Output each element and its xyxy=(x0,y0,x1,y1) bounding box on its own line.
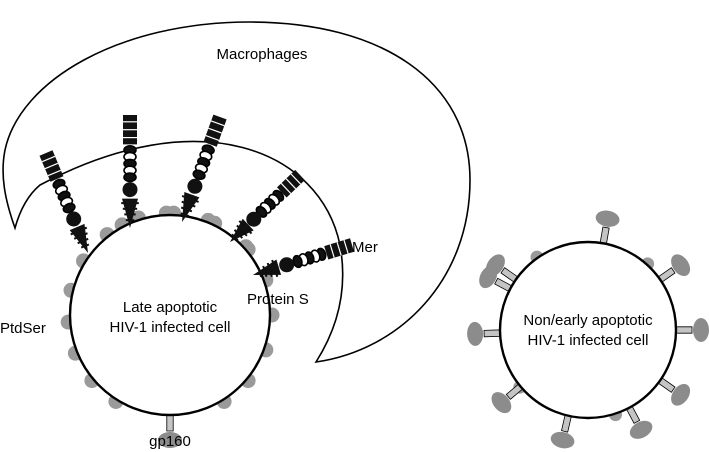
protein-s-tip xyxy=(122,198,138,228)
mer-receptor-stripe xyxy=(210,120,225,127)
gp160-knob xyxy=(467,321,484,346)
mer-receptor-stripe xyxy=(343,239,349,254)
non-early-apoptotic-cell xyxy=(498,240,678,420)
protein-s-bead xyxy=(192,169,206,181)
late-cell-gp160 xyxy=(158,432,182,448)
mer-receptor-stripe xyxy=(205,135,220,141)
protein-s-tip-ridge xyxy=(262,265,268,278)
protein-s-tip-ridge xyxy=(257,268,263,278)
gp160-knob xyxy=(629,420,653,439)
mer-receptors xyxy=(39,114,354,278)
ptdser-label: PtdSer xyxy=(0,320,46,337)
protein-s-gla-domain xyxy=(246,211,262,227)
mer-receptor-stripe xyxy=(47,169,62,177)
gp160-knob xyxy=(158,432,182,448)
gp160-label: gp160 xyxy=(149,433,191,450)
protein-s-tip-ridge xyxy=(233,229,244,239)
mer-receptor-stripe xyxy=(336,242,342,256)
protein-s-gla-domain xyxy=(187,178,203,194)
protein-s-tip-ridge xyxy=(180,212,189,218)
protein-s-gla-domain xyxy=(122,182,138,198)
mer-receptor-stripe xyxy=(329,244,335,258)
gp160-knob xyxy=(491,392,512,414)
mer-receptor-stripe xyxy=(41,155,56,163)
mer-receptor-stripe xyxy=(285,178,297,190)
mer-receptor-stripe xyxy=(290,173,302,185)
late-apoptotic-cell xyxy=(68,213,272,417)
protein-s-gla-domain xyxy=(66,211,82,227)
protein-s-tip-ridge xyxy=(236,224,248,237)
protein-s-tip-ridge xyxy=(181,194,199,203)
protein-s-tip-ridge xyxy=(77,237,89,245)
protein-s-tip-ridge xyxy=(266,262,273,278)
gp160-knob xyxy=(550,431,575,449)
mer-receptor-stripe xyxy=(208,127,222,134)
protein-s-tip-ridge xyxy=(271,259,279,278)
mer-receptor-stripe xyxy=(44,162,59,170)
gp160-knob xyxy=(693,318,709,342)
protein-s-bead xyxy=(123,172,137,183)
protein-s-tip-ridge xyxy=(73,232,88,240)
protein-s-tip-ridge xyxy=(180,206,193,213)
mer-receptor-stripe xyxy=(280,182,292,194)
late-cell-label-line1: Late apoptotic xyxy=(123,299,218,316)
gp160-knob xyxy=(671,254,691,277)
mer-label: Mer xyxy=(352,239,378,256)
early-cell-label-line1: Non/early apoptotic xyxy=(523,312,653,329)
gp160-knob xyxy=(595,210,620,227)
protein-s-tip-ridge xyxy=(181,200,196,208)
macrophages-label: Macrophages xyxy=(217,46,308,63)
gp160-knob xyxy=(671,383,691,406)
gp160-knob xyxy=(479,265,498,289)
protein-s-gla-domain xyxy=(279,257,295,273)
protein-s-bead xyxy=(62,202,76,214)
protein-s-tip-ridge xyxy=(70,226,88,236)
protein-s-tip-ridge xyxy=(80,243,90,249)
protein-s-tip-ridge xyxy=(238,220,253,235)
early-cell-gp160 xyxy=(467,210,709,449)
early-cell-label-line2: HIV-1 infected cell xyxy=(528,332,649,349)
macrophage-membrane xyxy=(2,21,471,364)
late-cell-label-line2: HIV-1 infected cell xyxy=(110,319,231,336)
protein-s-label: Protein S xyxy=(247,291,309,308)
protein-s-tip-ridge xyxy=(231,233,239,241)
